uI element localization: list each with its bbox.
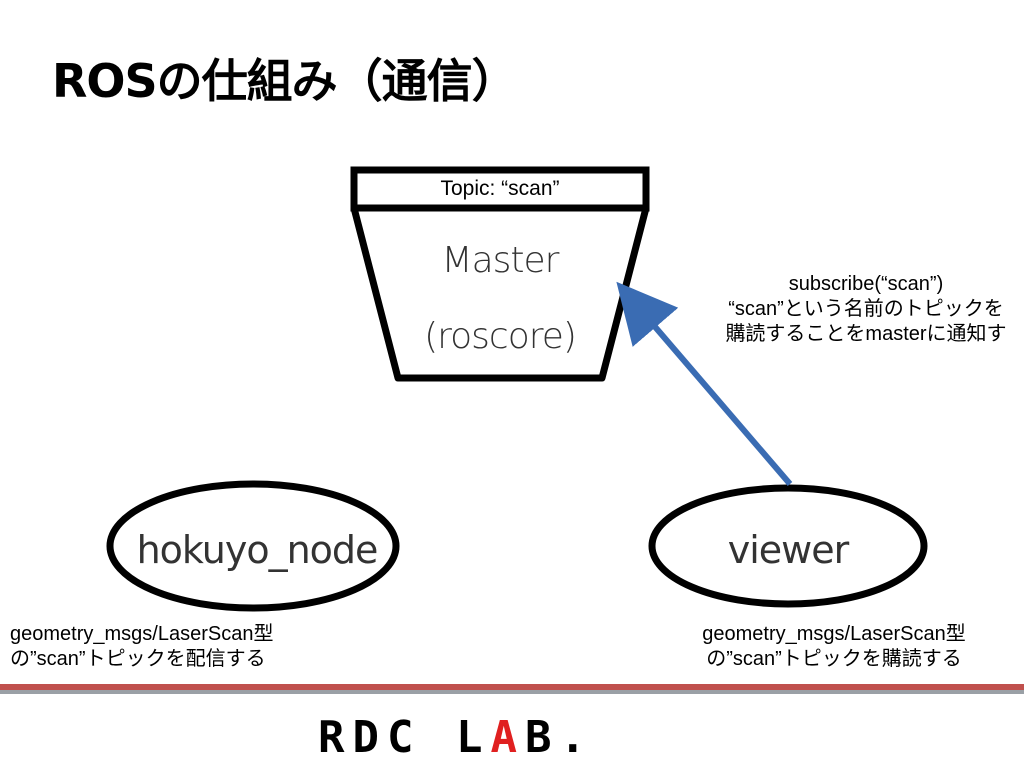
subscribe-arrow: [616, 281, 793, 486]
viewer-node-ellipse: [648, 484, 928, 608]
rdc-lab-logo: RDC LAB.: [318, 716, 718, 760]
footer-band-gray: [0, 690, 1024, 694]
master-sublabel: (roscore): [424, 316, 577, 357]
viewer-node-label: viewer: [727, 528, 850, 572]
master-label: Master: [441, 240, 560, 281]
subscribe-note: subscribe(“scan”) “scan”という名前のトピックを 購読する…: [666, 272, 1024, 347]
logo-text-part2: B.: [524, 712, 594, 763]
topic-label: Topic: “scan”: [440, 177, 560, 200]
publisher-note: geometry_msgs/LaserScan型の”scan”トピックを配信する: [10, 623, 274, 670]
footer-band: [0, 684, 1024, 696]
subscriber-note: geometry_msgs/LaserScan型の”scan”トピックを購読する: [702, 623, 966, 670]
subscribe-note-line3: 購読することをmasterに通知す: [725, 323, 1007, 345]
slide-title: ROSの仕組み（通信）: [52, 54, 518, 108]
logo-text-part1: RDC L: [318, 712, 491, 763]
hokuyo-node-label: hokuyo_node: [136, 528, 379, 572]
master-box: [350, 204, 650, 382]
logo-accent-letter: A: [490, 712, 525, 763]
subscribe-note-line1: subscribe(“scan”): [788, 273, 944, 295]
master-topic-box: [350, 166, 650, 212]
footer-band-red: [0, 684, 1024, 690]
subscribe-note-line2: “scan”という名前のトピックを: [728, 298, 1004, 320]
hokuyo-node-ellipse: [106, 480, 400, 612]
